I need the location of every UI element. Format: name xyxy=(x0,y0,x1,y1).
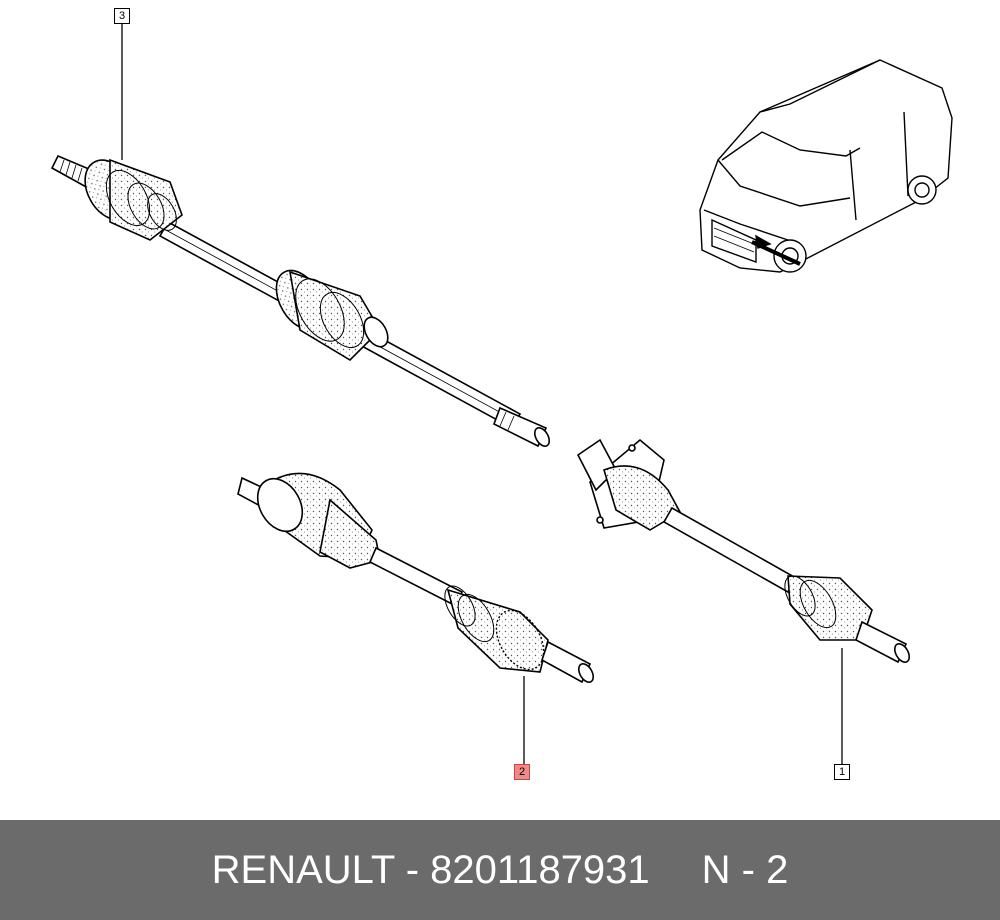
footer-page-reference: N - 2 xyxy=(701,847,789,892)
callout-part-1[interactable]: 1 xyxy=(834,764,850,780)
drive-shaft-2[interactable] xyxy=(237,471,596,685)
footer-bar: RENAULT - 8201187931 N - 2 xyxy=(0,820,1000,920)
leader-lines xyxy=(121,24,843,764)
parts-diagram xyxy=(50,24,953,764)
callout-part-3[interactable]: 3 xyxy=(114,8,130,24)
footer-brand-part-number: RENAULT - 8201187931 xyxy=(211,847,650,892)
callout-part-2-highlighted[interactable]: 2 xyxy=(514,764,530,780)
drive-shaft-1[interactable] xyxy=(576,438,912,665)
drive-shaft-3[interactable] xyxy=(50,151,552,448)
van-location-illustration xyxy=(699,59,953,273)
